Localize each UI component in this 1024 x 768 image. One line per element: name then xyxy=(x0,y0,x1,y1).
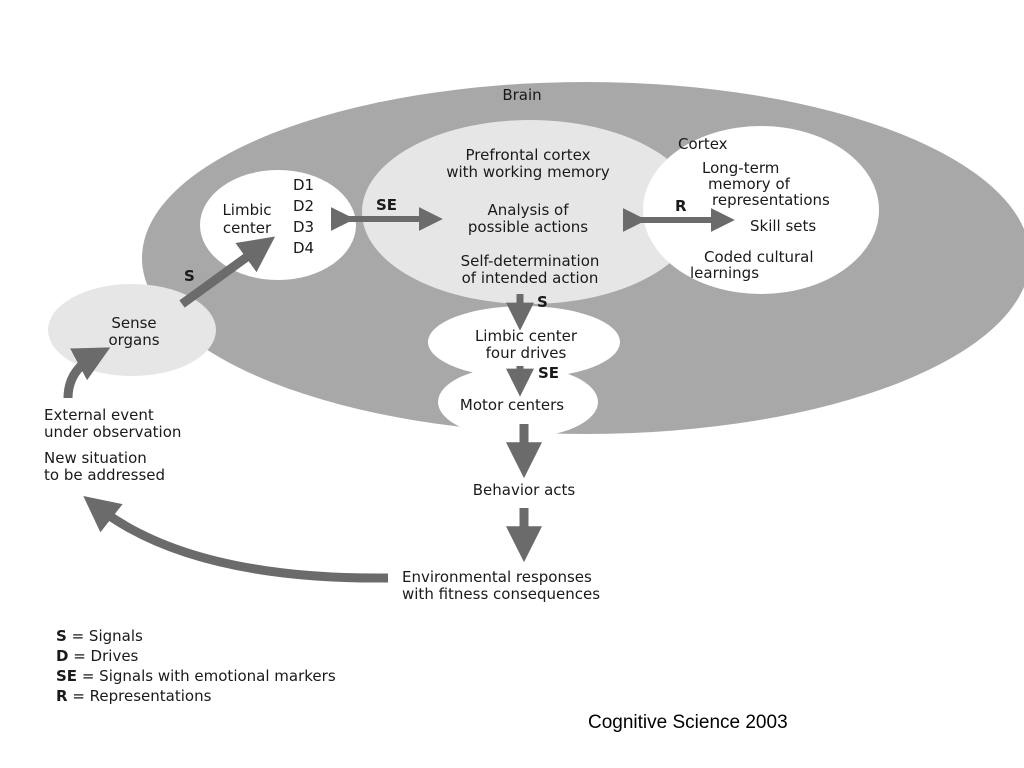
arrow-sense-to-limbic xyxy=(179,236,276,308)
cortex-line5: Skill sets xyxy=(750,217,816,235)
limbic-drives-line1: Limbic center xyxy=(475,327,578,345)
arrow-label-se-left: SE xyxy=(376,196,397,214)
cortex-line7: learnings xyxy=(690,264,759,282)
legend: S = Signals D = Drives SE = Signals with… xyxy=(56,626,336,706)
prefrontal-line4: possible actions xyxy=(468,218,588,236)
motor-centers-label: Motor centers xyxy=(460,396,564,414)
environment-line2: with fitness consequences xyxy=(402,585,600,603)
external-line1: External event xyxy=(44,406,154,424)
arrow-environment-to-situation xyxy=(83,495,389,583)
legend-text: = Signals with emotional markers xyxy=(77,667,336,685)
arrow-label-s-sense: S xyxy=(184,267,195,285)
environment-line1: Environmental responses xyxy=(402,568,592,586)
cortex-circle xyxy=(643,126,879,294)
prefrontal-line6: of intended action xyxy=(462,269,599,287)
sense-line1: Sense xyxy=(111,314,156,332)
cortex-line4: representations xyxy=(712,191,830,209)
legend-text: = Signals xyxy=(66,627,143,645)
limbic-label-line2: center xyxy=(223,219,272,237)
arrow-label-se-down: SE xyxy=(538,364,559,382)
legend-row-signals: S = Signals xyxy=(56,626,336,646)
drive-label-d4: D4 xyxy=(293,239,314,257)
legend-row-drives: D = Drives xyxy=(56,646,336,666)
drive-label-d1: D1 xyxy=(293,176,314,194)
legend-text: = Representations xyxy=(67,687,212,705)
prefrontal-line5: Self-determination xyxy=(461,252,600,270)
legend-key: R xyxy=(56,687,68,705)
prefrontal-line2: with working memory xyxy=(446,163,610,181)
caption: Cognitive Science 2003 xyxy=(588,712,788,733)
cortex-line6: Coded cultural xyxy=(704,248,814,266)
limbic-drives-line2: four drives xyxy=(486,344,567,362)
prefrontal-cortex-circle xyxy=(362,120,698,304)
legend-row-emotional: SE = Signals with emotional markers xyxy=(56,666,336,686)
sense-line2: organs xyxy=(108,331,159,349)
cortex-line2: Long-term xyxy=(702,159,779,177)
drive-label-d3: D3 xyxy=(293,218,314,236)
legend-text: = Drives xyxy=(68,647,139,665)
arrow-label-s-down: S xyxy=(537,293,548,311)
legend-key: SE xyxy=(56,667,78,685)
external-line3: New situation xyxy=(44,449,147,467)
arrow-label-r: R xyxy=(675,197,687,215)
limbic-drives-circle xyxy=(428,306,620,378)
motor-centers-circle xyxy=(438,366,598,438)
arrow-external-to-sense xyxy=(63,347,111,399)
cortex-line1: Cortex xyxy=(678,135,728,153)
legend-key: D xyxy=(56,647,69,665)
legend-key: S xyxy=(56,627,67,645)
limbic-label-line1: Limbic xyxy=(222,201,271,219)
legend-row-representations: R = Representations xyxy=(56,686,336,706)
behavior-label: Behavior acts xyxy=(473,481,576,499)
external-line2: under observation xyxy=(44,423,181,441)
prefrontal-line3: Analysis of xyxy=(487,201,569,219)
cortex-line3: memory of xyxy=(708,175,791,193)
prefrontal-line1: Prefrontal cortex xyxy=(466,146,591,164)
external-line4: to be addressed xyxy=(44,466,165,484)
drive-label-d2: D2 xyxy=(293,197,314,215)
brain-label: Brain xyxy=(502,86,541,104)
